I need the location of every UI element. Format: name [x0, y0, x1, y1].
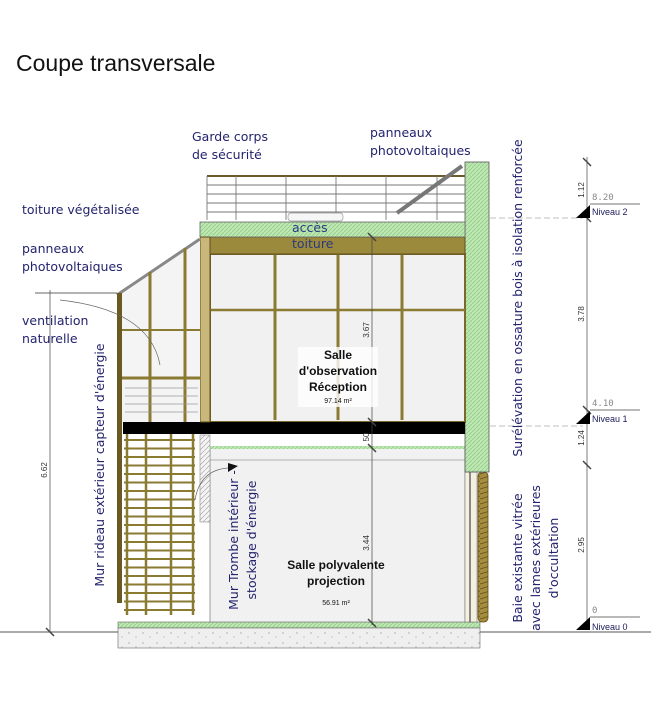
level-elevation: 0	[592, 606, 597, 616]
dimension-label: 2.95	[577, 537, 586, 553]
trombe-wall	[199, 434, 211, 523]
label-pv-top: panneaux	[370, 125, 432, 140]
existing-bay	[464, 471, 478, 623]
green-roof	[199, 221, 466, 238]
dimension-label: 3.67	[362, 322, 371, 338]
greenhouse	[116, 237, 201, 603]
label-garde-corps: de sécurité	[192, 147, 262, 162]
level-elevation: 4.10	[592, 399, 614, 409]
room-upper-area: 97.14 m²	[324, 398, 352, 405]
level-name: Niveau 1	[592, 414, 628, 424]
label-ventilation: naturelle	[22, 331, 78, 346]
label-ventilation: ventilation	[22, 313, 88, 328]
level-name: Niveau 0	[592, 622, 628, 632]
room-lower-name: Salle polyvalente	[287, 558, 385, 572]
label-green-roof: toiture végétalisée	[22, 202, 140, 217]
level-markers	[576, 205, 590, 630]
roof-hatch	[287, 212, 344, 222]
label-pv-top: photovoltaiques	[370, 143, 471, 158]
level-marker-icon	[576, 205, 590, 218]
label-trombe-wall: Mur Trombe intérieur -	[226, 470, 241, 610]
ventilation-arrow	[59, 299, 161, 366]
label-curtain-wall: Mur rideau extérieur capteur d'énergie	[92, 343, 107, 587]
level-marker-icon	[576, 411, 590, 424]
dimension-label: 3.78	[577, 306, 586, 322]
label-pv-left: panneaux	[22, 241, 84, 256]
label-existing-bay: d'occultation	[546, 518, 561, 599]
label-pv-left: photovoltaiques	[22, 259, 123, 274]
pv-panel-roof	[395, 164, 464, 215]
floor-slab	[123, 422, 465, 434]
dimension-label: 1.12	[577, 182, 586, 198]
stair	[124, 434, 195, 615]
room-upper-name: Salle	[324, 348, 352, 362]
label-roof-access: accès	[292, 220, 328, 235]
drawing-title: Coupe transversale	[16, 50, 216, 76]
dimension-label: 1.24	[577, 430, 586, 446]
label-garde-corps: Garde corps	[192, 129, 268, 144]
dimension-label: 50	[362, 432, 371, 441]
insulated-wall	[464, 161, 490, 473]
level-elevation: 8.20	[592, 193, 614, 203]
level-name: Niveau 2	[592, 207, 628, 217]
room-lower-area: 56.91 m²	[322, 600, 350, 607]
center-dimension-line	[367, 232, 377, 628]
ground-slab	[117, 621, 481, 649]
room-lower-name: projection	[307, 574, 365, 588]
label-roof-access: toiture	[292, 236, 334, 251]
label-raised-structure: Surélévation en ossature bois à isolatio…	[510, 139, 525, 457]
label-existing-bay: Baie existante vitrée	[510, 493, 525, 623]
room-upper-name: Réception	[309, 380, 367, 394]
label-trombe-wall: stockage d'énergie	[244, 480, 259, 599]
level-marker-icon	[576, 617, 590, 630]
lower-room	[209, 446, 466, 623]
dimension-label: 6.62	[40, 462, 49, 478]
left-dimension-line	[45, 290, 55, 637]
dimension-label: 3.44	[362, 535, 371, 551]
louvers	[477, 471, 489, 623]
room-upper-name: d'observation	[299, 364, 377, 378]
trombe-arrow	[194, 467, 229, 501]
roof-beam	[209, 236, 466, 255]
label-existing-bay: avec lames extérieures	[528, 485, 543, 631]
